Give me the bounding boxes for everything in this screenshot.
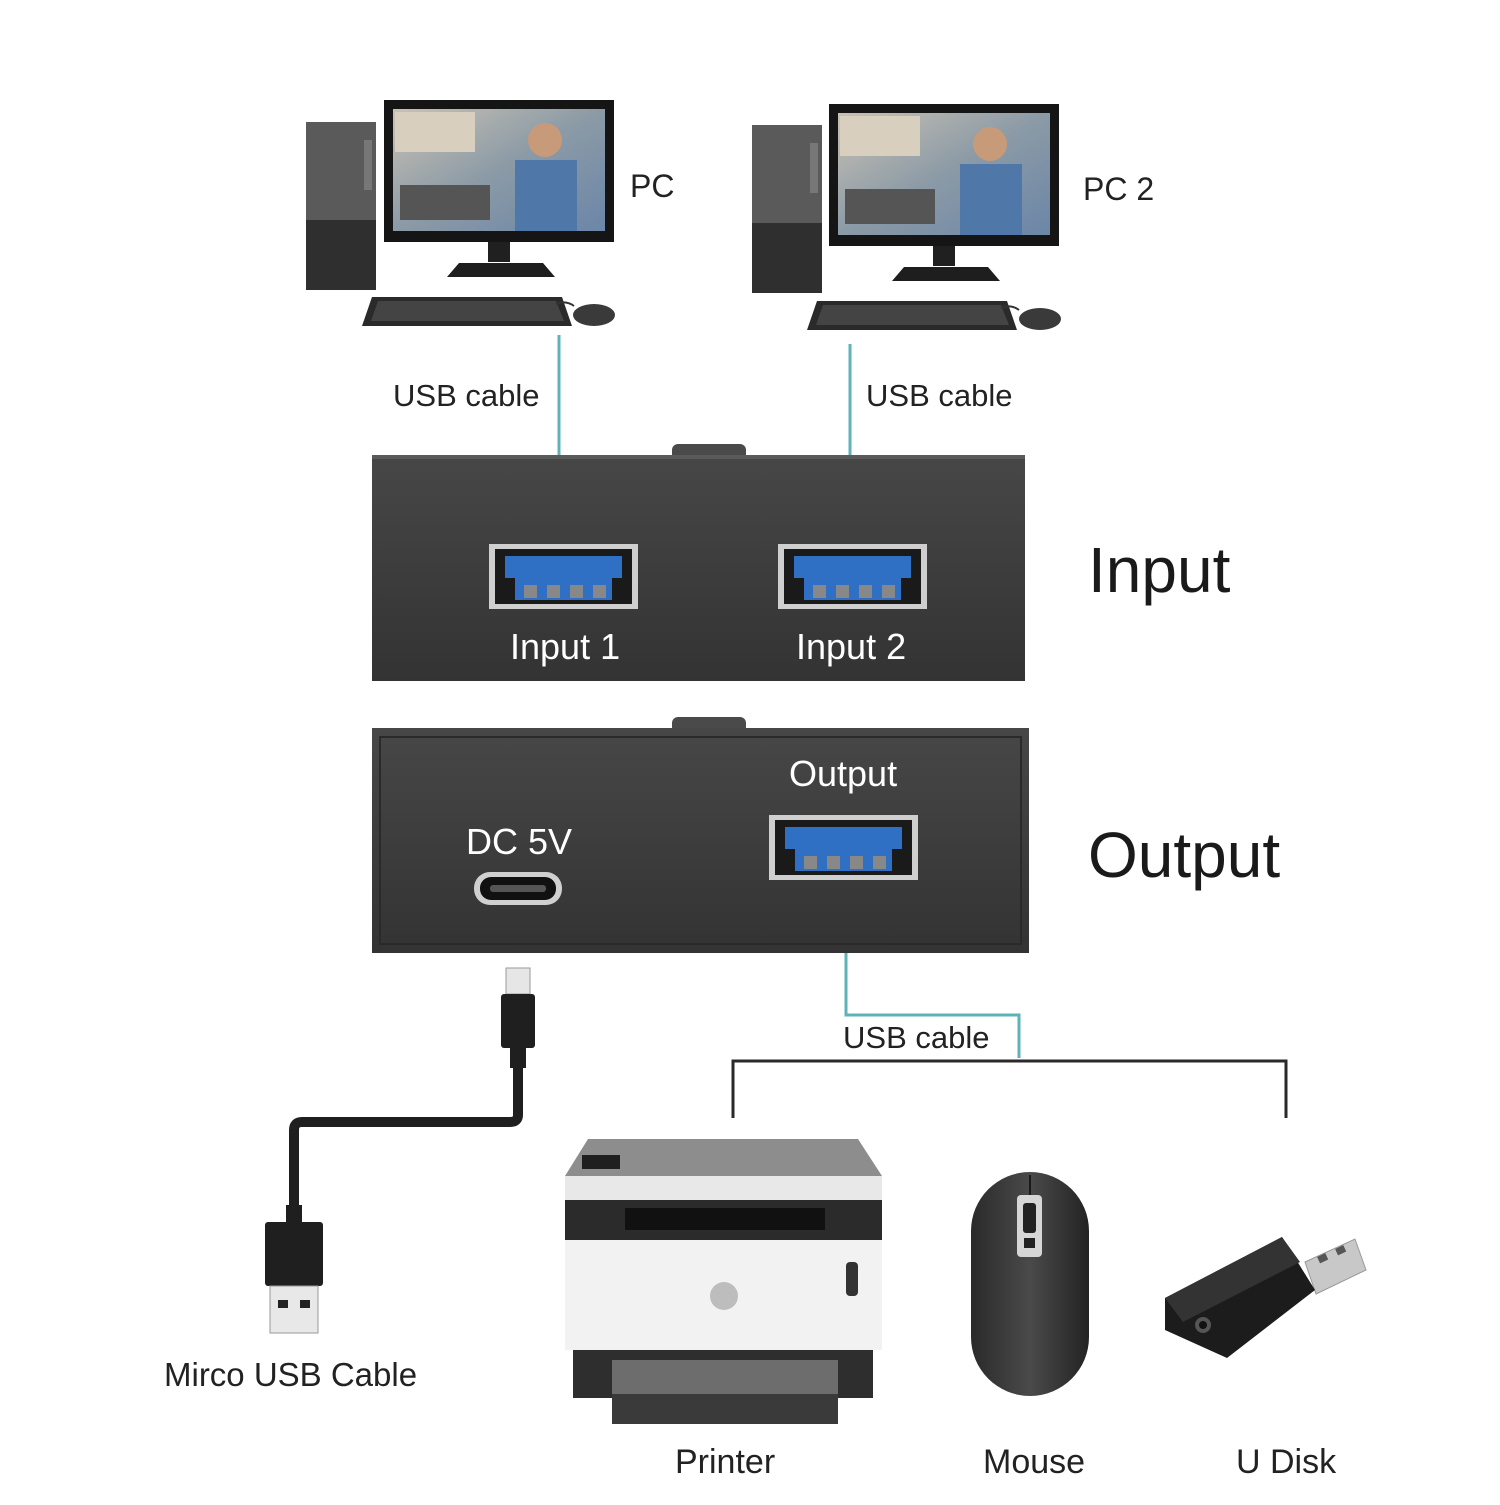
usb-adapter-icon — [1165, 1237, 1367, 1358]
device-bracket — [731, 1059, 1288, 1118]
pc-1-label: PC — [630, 168, 675, 204]
input-panel — [372, 444, 1025, 681]
usb-cable-1-label: USB cable — [393, 378, 540, 413]
output-port-label: Output — [789, 753, 898, 794]
micro-usb-cable-icon — [265, 967, 535, 1334]
output-port-icon — [769, 815, 918, 880]
dc-power-port-icon — [474, 872, 562, 905]
mouse-icon — [971, 1172, 1089, 1396]
output-usb-cable-label: USB cable — [843, 1020, 990, 1055]
connector-lines — [557, 335, 1021, 1058]
printer-label: Printer — [675, 1443, 776, 1481]
micro-usb-cable-label: Mirco USB Cable — [164, 1356, 418, 1393]
printer-icon — [565, 1139, 882, 1424]
input-panel-title: Input — [1088, 534, 1231, 606]
input-1-port-icon — [489, 544, 638, 609]
output-panel — [372, 717, 1029, 953]
input-2-label: Input 2 — [796, 626, 907, 667]
input-2-port-icon — [778, 544, 927, 609]
pc-2-label: PC 2 — [1083, 171, 1155, 207]
mouse-label: Mouse — [983, 1443, 1086, 1481]
output-panel-title: Output — [1088, 819, 1281, 891]
dc-power-label: DC 5V — [466, 821, 573, 862]
computer-2-icon — [752, 104, 1061, 330]
input-1-label: Input 1 — [510, 626, 621, 667]
usb-cable-2-label: USB cable — [866, 378, 1013, 413]
computer-1-icon — [306, 100, 615, 326]
u-disk-label: U Disk — [1236, 1443, 1337, 1481]
